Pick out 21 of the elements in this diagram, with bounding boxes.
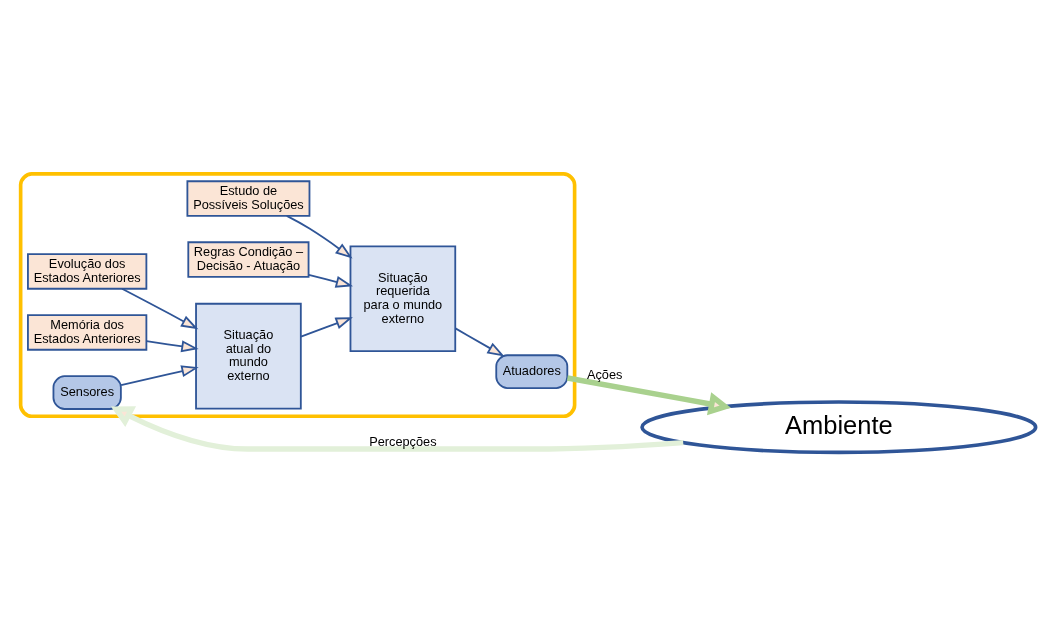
arrow — [120, 365, 199, 386]
node-box: Evolução dos Estados Anteriores — [27, 253, 148, 290]
node-box: Atuadores — [495, 354, 569, 389]
cluster — [18, 172, 577, 419]
arrow — [145, 340, 199, 353]
node-box: Situação requerida para o mundo externo — [349, 245, 457, 353]
edge-label: Ações — [586, 367, 623, 383]
arrow — [566, 375, 731, 416]
node-box: Regras Condição – Decisão - Atuação — [187, 241, 310, 278]
node-ellipse: Ambiente — [640, 400, 1038, 455]
arrow — [300, 317, 353, 338]
arrow — [285, 215, 353, 259]
arrow — [307, 273, 354, 288]
arrow — [121, 287, 199, 330]
arrow — [110, 406, 684, 452]
node-box: Memória dos Estados Anteriores — [27, 314, 148, 351]
node-box: Estudo de Possíveis Soluções — [186, 180, 311, 217]
node-box: Situação atual do mundo externo — [195, 302, 302, 410]
edge-label: Percepções — [369, 433, 437, 449]
node-box: Sensores — [52, 375, 122, 410]
arrow — [454, 327, 505, 357]
